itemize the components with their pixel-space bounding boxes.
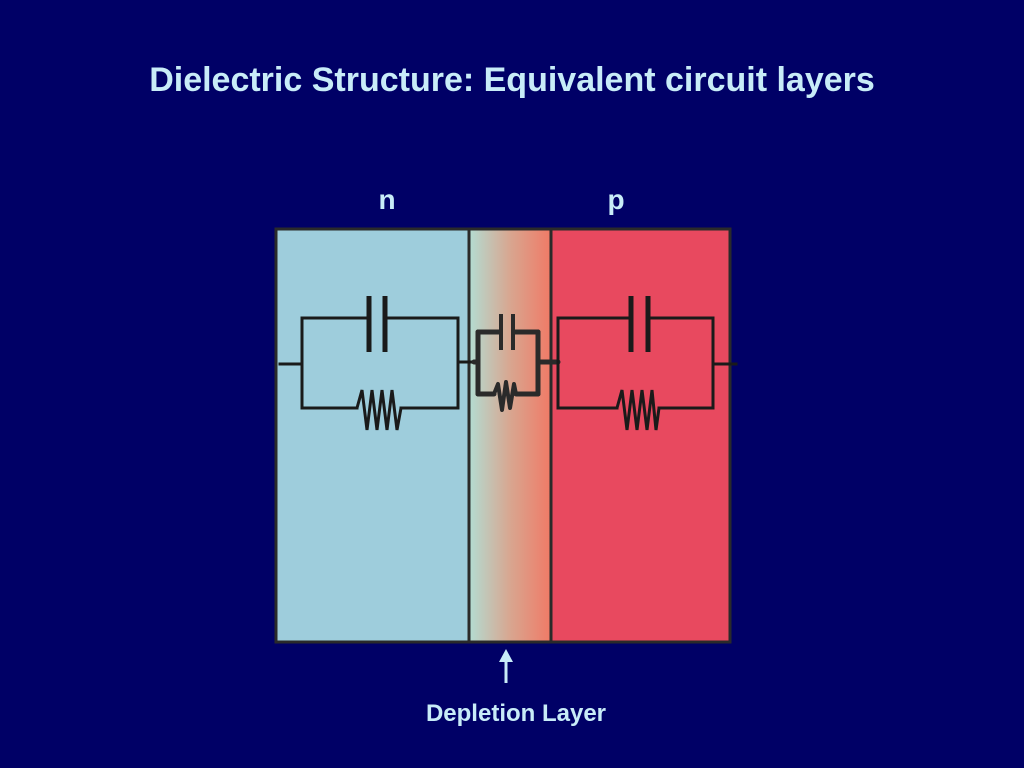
n-region-rc-circuit xyxy=(278,316,476,410)
depletion-outline xyxy=(467,227,553,644)
capacitor-icon xyxy=(628,296,651,352)
depletion-region xyxy=(469,229,551,642)
p-region-label: p xyxy=(607,184,625,215)
depletion-rc-circuit xyxy=(471,329,561,397)
capacitor-icon xyxy=(499,314,515,350)
capacitor-icon xyxy=(366,296,388,352)
n-region-label: n xyxy=(378,184,396,215)
up-arrow-icon xyxy=(499,649,513,683)
n-region xyxy=(276,229,469,642)
resistor-icon xyxy=(355,389,403,431)
p-region-rc-circuit xyxy=(556,316,738,410)
resistor-icon xyxy=(615,389,661,431)
p-region xyxy=(551,229,730,642)
slide-title: Dielectric Structure: Equivalent circuit… xyxy=(149,61,875,99)
depletion-layer-label: Depletion Layer xyxy=(425,700,607,727)
resistor-icon xyxy=(492,380,518,412)
